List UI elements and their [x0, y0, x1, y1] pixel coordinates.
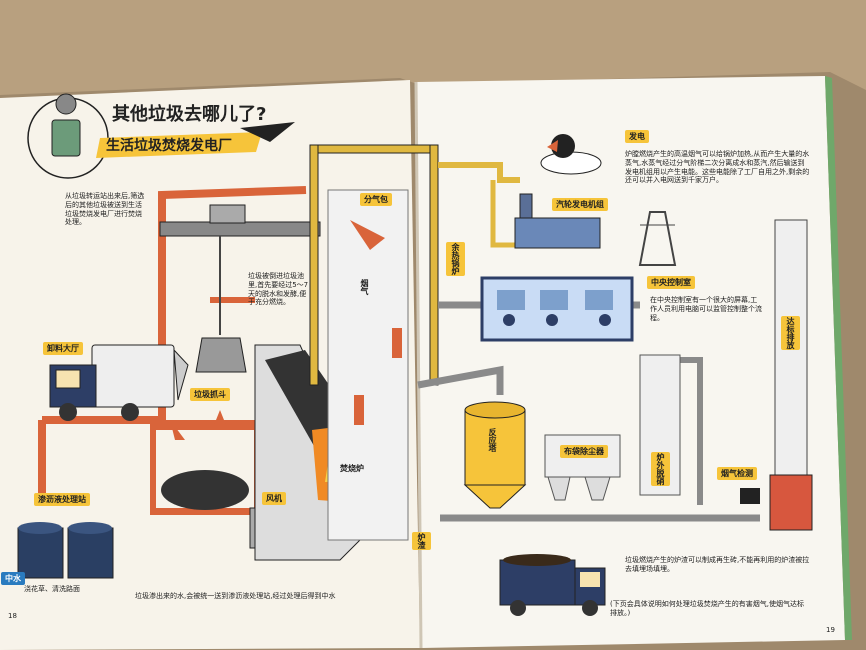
control-text: 在中央控制室有一个很大的屏幕,工作人员利用电脑可以监管控制整个流程。 — [650, 296, 762, 322]
label-unload: 卸料大厅 — [43, 342, 83, 355]
label-grab: 垃圾抓斗 — [190, 388, 230, 401]
label-leachate: 渗沥液处理站 — [34, 493, 90, 506]
smoke-arrow-up — [350, 220, 385, 250]
page-number-left: 18 — [8, 612, 17, 620]
grab-claw — [195, 337, 247, 373]
pit-text: 垃圾被倒进垃圾池里,首先要经过5～7天的脱水和发酵,便于充分燃烧。 — [248, 272, 309, 307]
water-use-text: 浇花草、清洗路面 — [24, 585, 80, 593]
page-number-right: 19 — [826, 626, 835, 634]
label-emission: 达标排放 — [781, 316, 800, 350]
pylon-icon — [638, 211, 677, 266]
page-subtitle: 生活垃圾焚烧发电厂 — [106, 138, 232, 154]
label-reactor: 反应塔 — [488, 428, 497, 452]
slag-text: 垃圾燃烧产生的炉渣可以制成再生砖,不能再利用的炉渣被拉去填埋场填埋。 — [625, 556, 810, 573]
intro-text: 从垃圾转运站出来后,筛选后的其他垃圾被送到生活垃圾焚烧发电厂进行焚烧处理。 — [65, 192, 145, 227]
gas-note: (下页会具体说明如何处理垃圾焚烧产生的有害烟气,使烟气达标排放。) — [610, 600, 804, 617]
label-turbine: 汽轮发电机组 — [552, 198, 608, 211]
page-title: 其他垃圾去哪儿了? — [112, 104, 267, 125]
label-furnace: 焚烧炉 — [340, 464, 364, 473]
label-power: 发电 — [625, 130, 649, 143]
label-control: 中央控制室 — [647, 276, 695, 289]
mascot-bin-icon — [51, 119, 81, 157]
slag-truck — [499, 559, 576, 606]
label-splitter: 分气包 — [360, 193, 392, 206]
label-slag: 炉渣 — [412, 532, 431, 550]
power-text: 炉膛燃烧产生的高温烟气可以给锅炉加热,从而产生大量的水蒸气,水蒸气经过分气阶梯二… — [625, 150, 810, 185]
turbine-generator — [514, 217, 601, 249]
garbage-truck — [91, 344, 175, 408]
label-bag-filter: 布袋除尘器 — [560, 445, 608, 458]
label-fan: 风机 — [262, 492, 286, 505]
label-monitor: 烟气检测 — [717, 467, 757, 480]
label-smoke: 烟气 — [360, 279, 369, 295]
label-reclaimed: 中水 — [1, 572, 25, 585]
label-boiler: 余热锅炉 — [446, 242, 465, 276]
label-denox: 炉外脱硝 — [651, 452, 670, 486]
leachate-note: 垃圾渗出来的水,会被统一送到渗沥液处理站,经过处理后得到中水 — [135, 592, 336, 600]
